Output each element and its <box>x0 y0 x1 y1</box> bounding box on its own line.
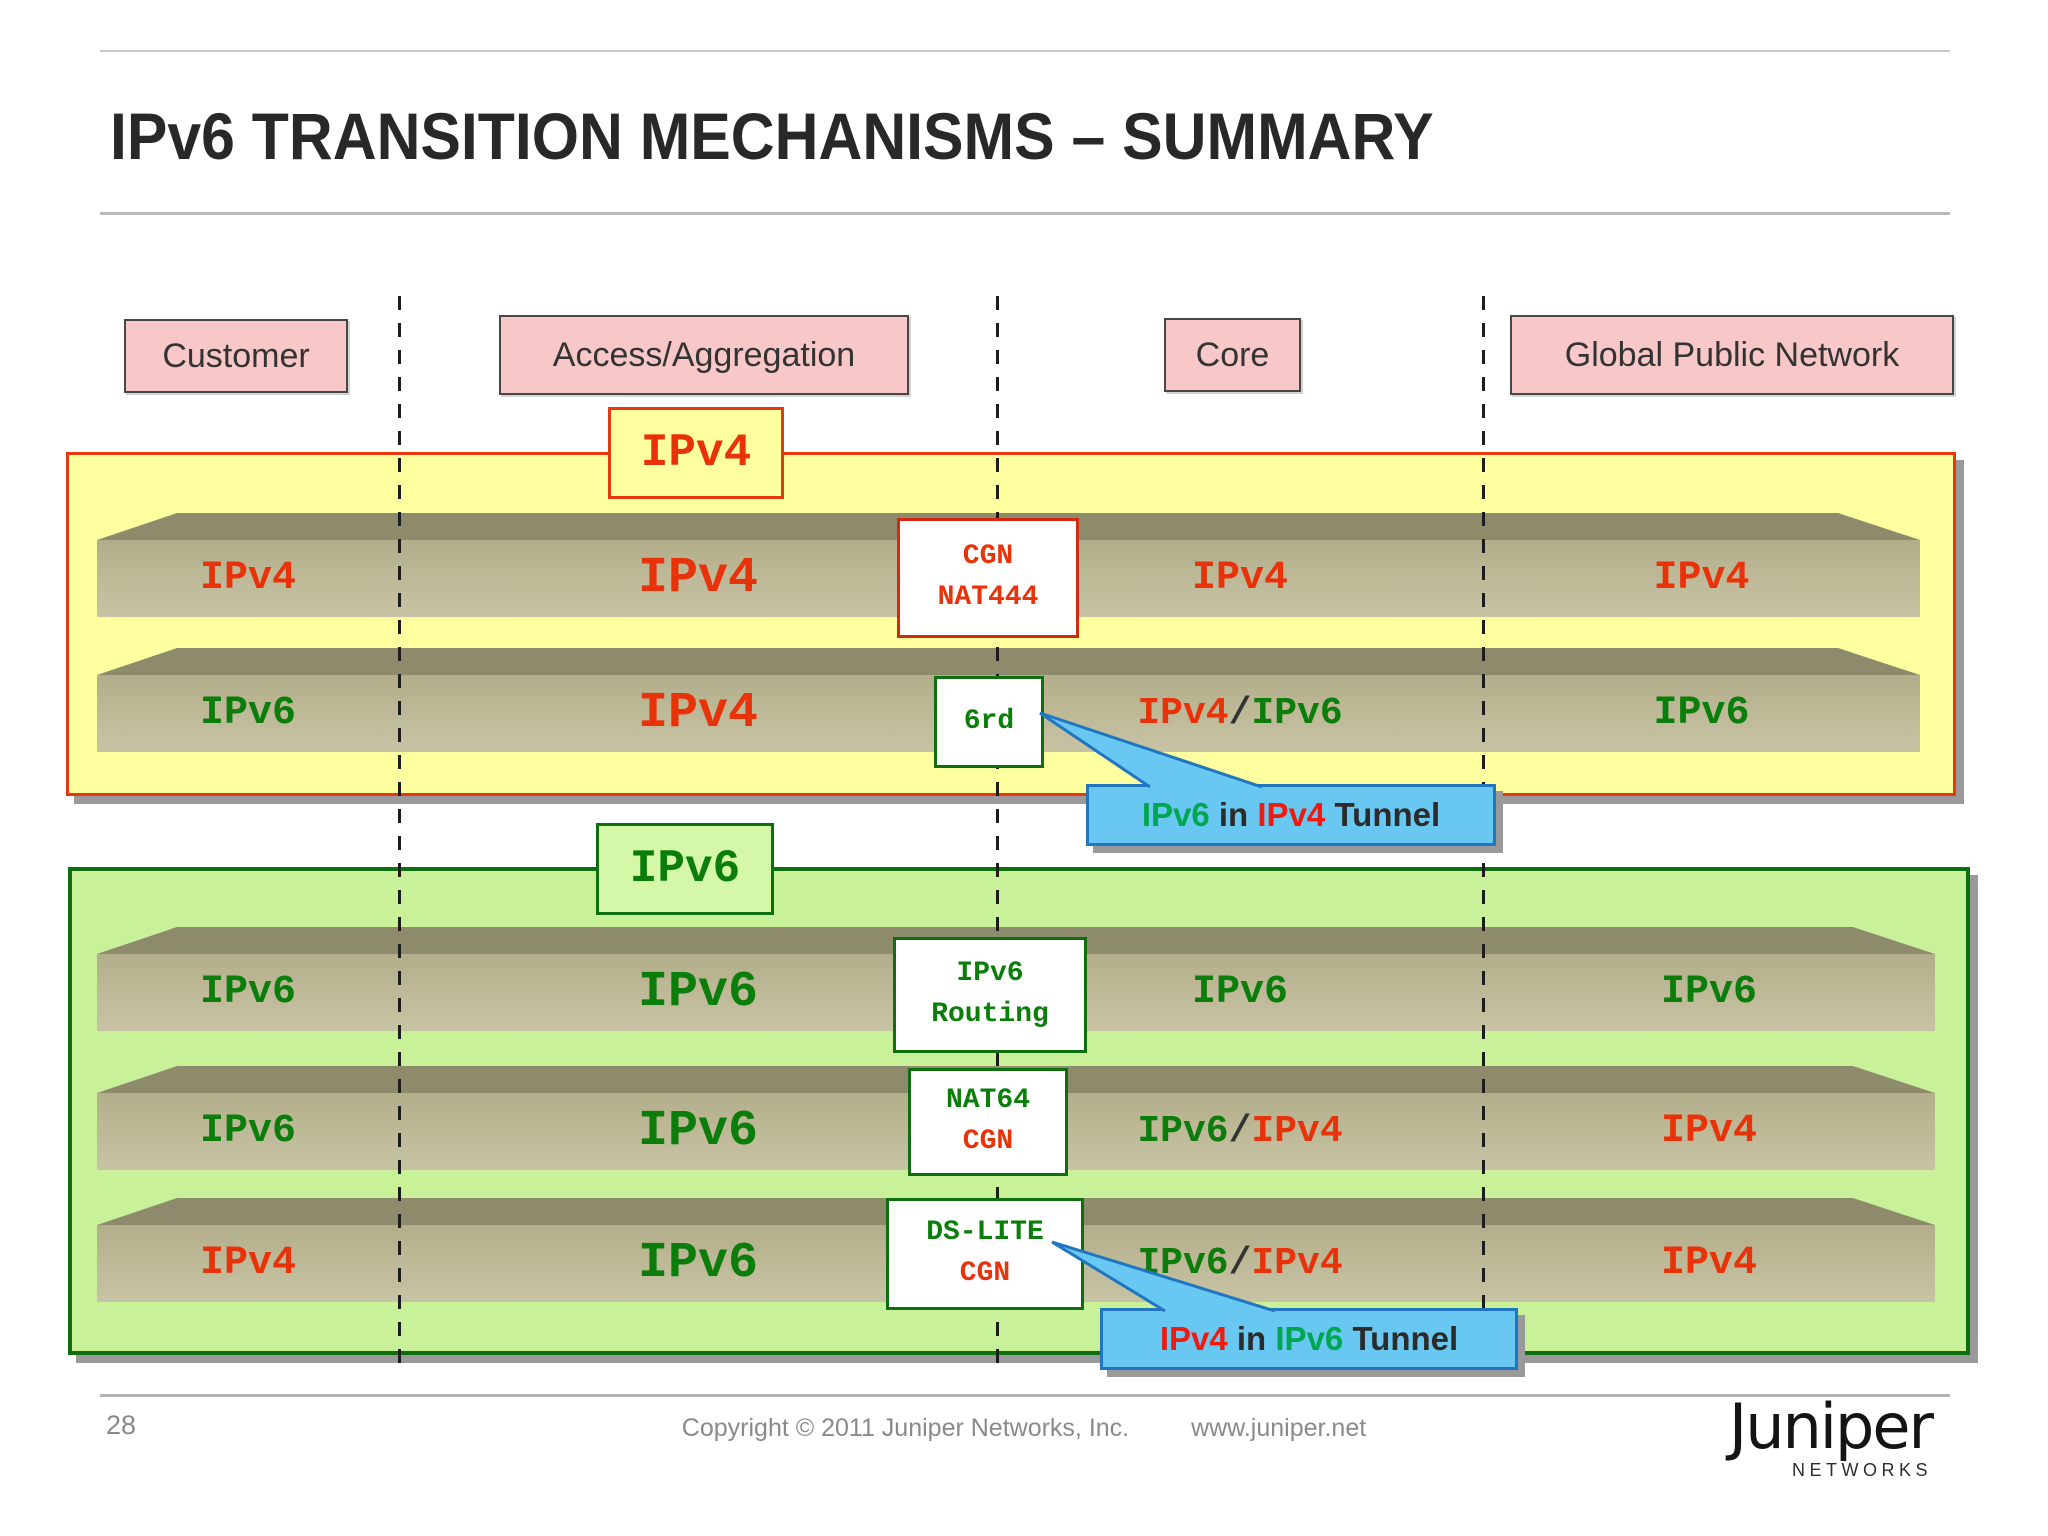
footer-copyright: Copyright © 2011 Juniper Networks, Inc. … <box>0 1414 2048 1443</box>
column-header-label: Access/Aggregation <box>552 335 856 374</box>
cell-global: IPv4 <box>1653 556 1750 601</box>
cell-core-ipv6: IPv6 <box>1251 692 1343 735</box>
mechanism-label: Routing <box>931 999 1049 1030</box>
footer-divider <box>100 1394 1950 1397</box>
juniper-logo: Juniper NETWORKS <box>1728 1390 1934 1481</box>
cell-core-ipv4: IPv4 <box>1251 1110 1343 1153</box>
cell-access: IPv4 <box>637 685 759 742</box>
cell-customer: IPv4 <box>199 1241 296 1286</box>
cell-global: IPv4 <box>1660 1109 1757 1154</box>
callout-text: Tunnel <box>1325 796 1441 833</box>
cell-global: IPv6 <box>1660 970 1757 1015</box>
cell-customer: IPv6 <box>199 970 296 1015</box>
mechanism-box-ds-lite-cgn: DS-LITE CGN <box>886 1198 1084 1310</box>
callout-text: Tunnel <box>1343 1320 1459 1357</box>
mechanism-label: NAT444 <box>937 582 1039 613</box>
cell-customer: IPv6 <box>199 1109 296 1154</box>
column-header-label: Global Public Network <box>1564 335 1900 374</box>
mechanism-box-cgn-nat444: CGN NAT444 <box>897 518 1079 638</box>
cell-core: IPv4/IPv6 <box>1137 692 1342 735</box>
cell-access: IPv6 <box>637 964 759 1021</box>
cell-global: IPv4 <box>1660 1241 1757 1286</box>
mechanism-box-nat64-cgn: NAT64 CGN <box>908 1068 1068 1176</box>
callout-pointer <box>1039 711 1263 789</box>
page-number: 28 <box>106 1410 137 1440</box>
cell-global: IPv6 <box>1653 691 1750 736</box>
column-header-global-public-network: Global Public Network <box>1510 315 1954 395</box>
cell-access: IPv6 <box>637 1103 759 1160</box>
column-header-core: Core <box>1164 318 1301 392</box>
mechanism-label: CGN <box>959 1258 1011 1289</box>
title-divider <box>100 212 1950 215</box>
mechanism-label: CGN <box>962 541 1014 573</box>
cell-customer: IPv6 <box>199 691 296 736</box>
juniper-logo-wordmark: Juniper <box>1728 1390 1934 1463</box>
copyright-text: Copyright © 2011 Juniper Networks, Inc. <box>681 1414 1130 1442</box>
bar-top-face <box>97 648 1920 675</box>
callout-pointer <box>1051 1240 1276 1313</box>
mechanism-box-ipv6-routing: IPv6 Routing <box>893 937 1087 1053</box>
callout-text: in <box>1209 796 1258 833</box>
cell-core-slash: / <box>1228 1110 1252 1153</box>
mechanism-label: DS-LITE <box>926 1217 1044 1249</box>
callout-text: IPv4 <box>1159 1320 1228 1357</box>
cell-access: IPv4 <box>637 550 759 607</box>
column-header-label: Customer <box>162 336 310 375</box>
top-divider <box>100 50 1950 52</box>
callout-text: IPv4 <box>1257 796 1326 833</box>
mechanism-label: NAT64 <box>945 1085 1030 1117</box>
ipv4-band-tab-label: IPv4 <box>640 427 752 479</box>
callout-text: in <box>1227 1320 1276 1357</box>
mechanism-label: 6rd <box>963 705 1015 737</box>
website-link: www.juniper.net <box>1191 1414 1367 1442</box>
column-header-access-aggregation: Access/Aggregation <box>499 315 909 395</box>
ipv6-band-tab-label: IPv6 <box>629 843 741 895</box>
column-separator-2 <box>996 296 999 1376</box>
cell-core: IPv4 <box>1191 556 1288 601</box>
column-separator-1 <box>398 296 401 1376</box>
ipv6-band-tab: IPv6 <box>596 823 774 915</box>
callout-text: IPv6 <box>1141 796 1210 833</box>
juniper-logo-networks-text: NETWORKS <box>1791 1460 1932 1480</box>
cell-core: IPv6/IPv4 <box>1137 1110 1342 1153</box>
cell-core-ipv6: IPv6 <box>1137 1110 1229 1153</box>
column-header-label: Core <box>1195 335 1270 374</box>
cell-core-slash: / <box>1228 692 1252 735</box>
cell-core-ipv4: IPv4 <box>1251 1242 1343 1285</box>
callout-text: IPv6 <box>1275 1320 1344 1357</box>
mechanism-box-6rd: 6rd <box>934 676 1044 768</box>
cell-core-slash: / <box>1228 1242 1252 1285</box>
mechanism-label: CGN <box>962 1126 1014 1157</box>
cell-customer: IPv4 <box>199 556 296 601</box>
cell-core: IPv6 <box>1191 970 1288 1015</box>
cell-core-ipv4: IPv4 <box>1137 692 1229 735</box>
mechanism-label: IPv6 <box>956 958 1024 990</box>
column-header-customer: Customer <box>124 319 348 393</box>
cell-access: IPv6 <box>637 1235 759 1292</box>
tunnel-callout-ipv4-in-ipv6: IPv4 in IPv6 Tunnel <box>1100 1308 1518 1370</box>
page-title: IPv6 TRANSITION MECHANISMS – SUMMARY <box>110 99 1434 173</box>
ipv4-band-tab: IPv4 <box>608 407 784 499</box>
tunnel-callout-ipv6-in-ipv4: IPv6 in IPv4 Tunnel <box>1086 784 1496 846</box>
